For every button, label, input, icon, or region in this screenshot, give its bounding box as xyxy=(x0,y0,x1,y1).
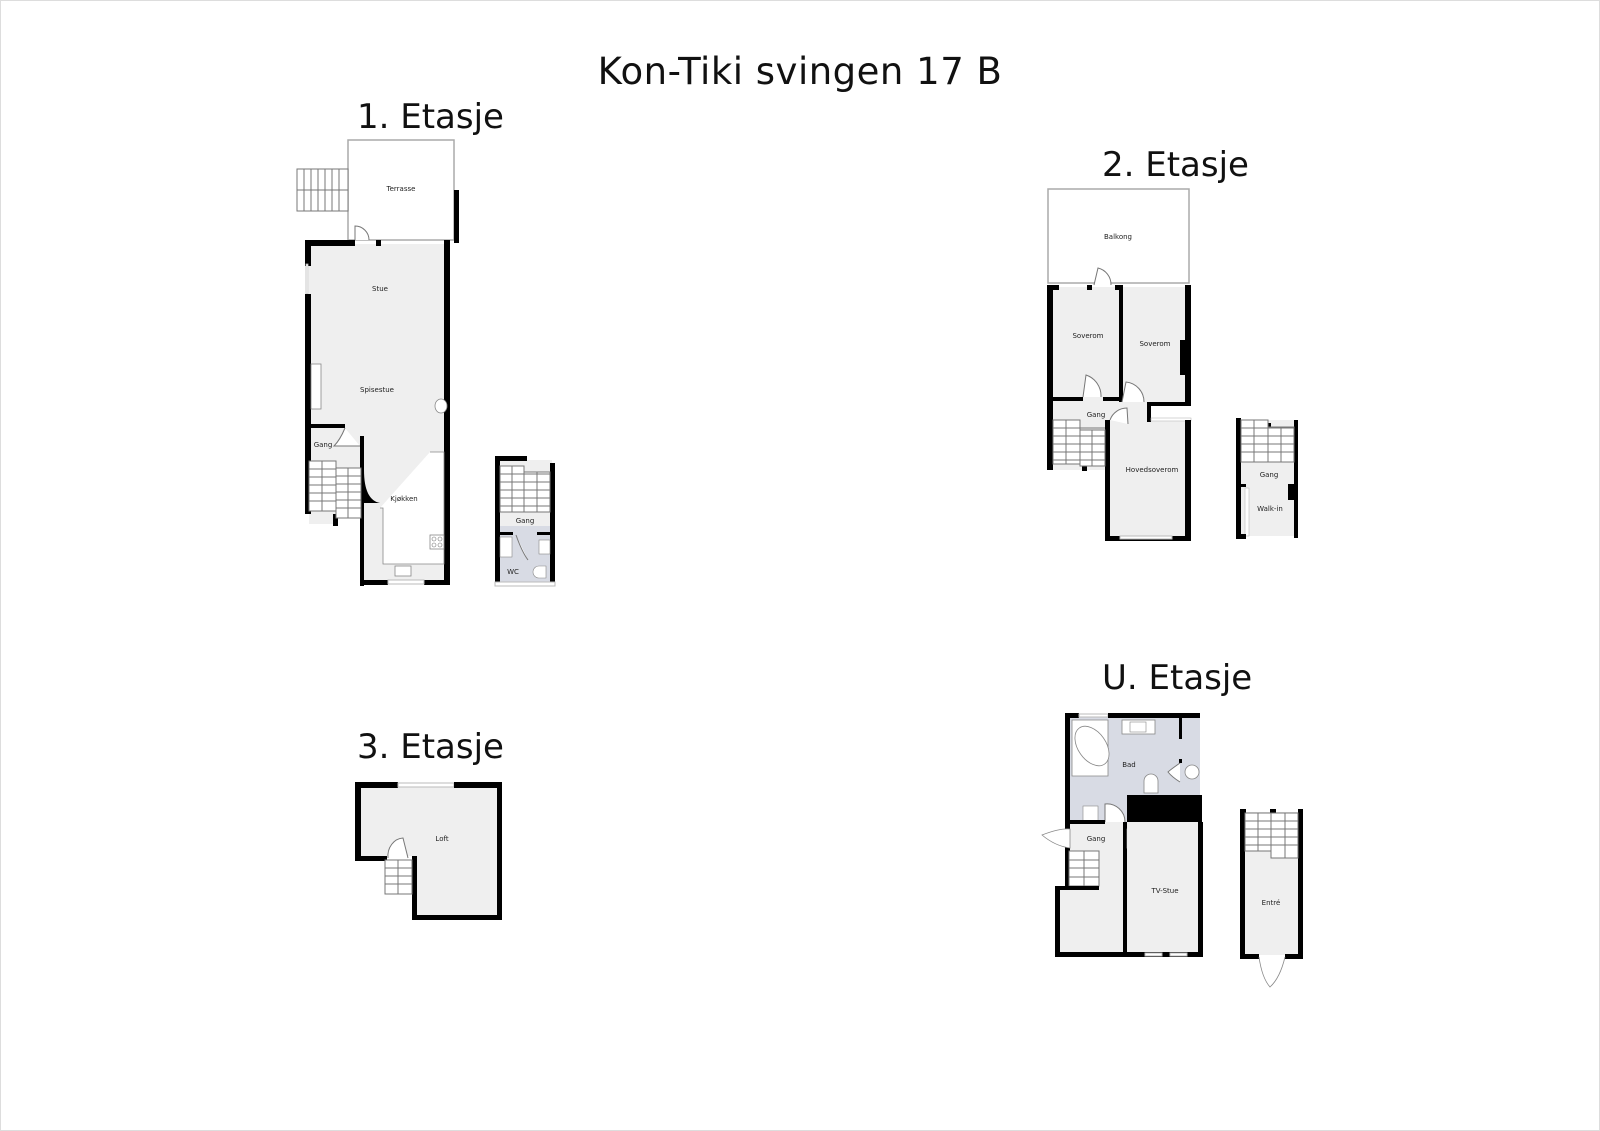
floor-plan-2: Balkong xyxy=(1047,188,1192,541)
room-label-spisestue: Spisestue xyxy=(360,386,394,394)
stair-icon xyxy=(1240,419,1295,463)
room-label-bad: Bad xyxy=(1122,761,1136,769)
room-label-kjokken: Kjøkken xyxy=(390,495,417,503)
terrace-stair-icon xyxy=(296,168,349,212)
room-label-annex2-gang: Gang xyxy=(1260,471,1279,479)
stair-icon xyxy=(1052,419,1106,467)
floor-plan-1-annex: Gang WC xyxy=(494,456,556,587)
washer-icon xyxy=(1184,764,1200,780)
toilet-icon xyxy=(1143,773,1159,794)
entry-door-icon xyxy=(1258,956,1286,988)
table-icon xyxy=(434,398,448,414)
floor-label-3: 3. Etasje xyxy=(357,727,504,767)
room-label-terrasse: Terrasse xyxy=(386,185,416,193)
floor-label-u: U. Etasje xyxy=(1102,658,1253,698)
door-icon xyxy=(1093,267,1112,286)
room-label-gang-u: Gang xyxy=(1087,835,1106,843)
stair-icon xyxy=(1068,850,1100,887)
sink-icon xyxy=(394,565,412,577)
room-label-gang-2: Gang xyxy=(1087,411,1106,419)
room-label-loft: Loft xyxy=(435,835,448,843)
toilet-icon xyxy=(532,565,547,579)
room-label-walkin: Walk-in xyxy=(1257,505,1283,513)
room-label-hovedsoverom: Hovedsoverom xyxy=(1126,466,1179,474)
property-title: Kon-Tiki svingen 17 B xyxy=(597,50,1003,93)
floor-plan-3: Loft xyxy=(355,782,502,920)
room-label-soverom-2: Soverom xyxy=(1139,340,1170,348)
stair-icon xyxy=(1244,812,1299,859)
floor-label-2: 2. Etasje xyxy=(1102,145,1249,185)
balcony-area xyxy=(1047,188,1190,284)
room-label-gang: Gang xyxy=(314,441,333,449)
floor-plan-1: Terrasse xyxy=(296,139,459,586)
door-icon xyxy=(387,837,409,859)
stair-icon xyxy=(384,859,413,895)
room-label-soverom-1: Soverom xyxy=(1072,332,1103,340)
door-icon xyxy=(1041,828,1071,849)
floor-label-1: 1. Etasje xyxy=(357,97,504,137)
door-icon xyxy=(354,225,370,241)
floor-plan-2-annex: Gang Walk-in xyxy=(1236,418,1298,539)
room-label-annex-gang: Gang xyxy=(516,517,535,525)
terrace-area xyxy=(347,139,455,241)
floor-plan-u-annex: Entré xyxy=(1240,809,1303,988)
stair-icon xyxy=(499,465,551,513)
room-label-balkong: Balkong xyxy=(1104,233,1132,241)
stair-icon xyxy=(308,460,362,519)
bathtub-icon xyxy=(1074,725,1110,767)
room-label-wc: WC xyxy=(507,568,519,576)
floor-plan-u: Bad Gang TV-Stue xyxy=(1041,713,1203,957)
room-label-entre: Entré xyxy=(1262,899,1281,907)
stove-icon xyxy=(429,534,445,550)
room-label-stue: Stue xyxy=(372,285,388,293)
chimney-block xyxy=(1127,795,1202,822)
room-label-tv-stue: TV-Stue xyxy=(1150,887,1178,895)
